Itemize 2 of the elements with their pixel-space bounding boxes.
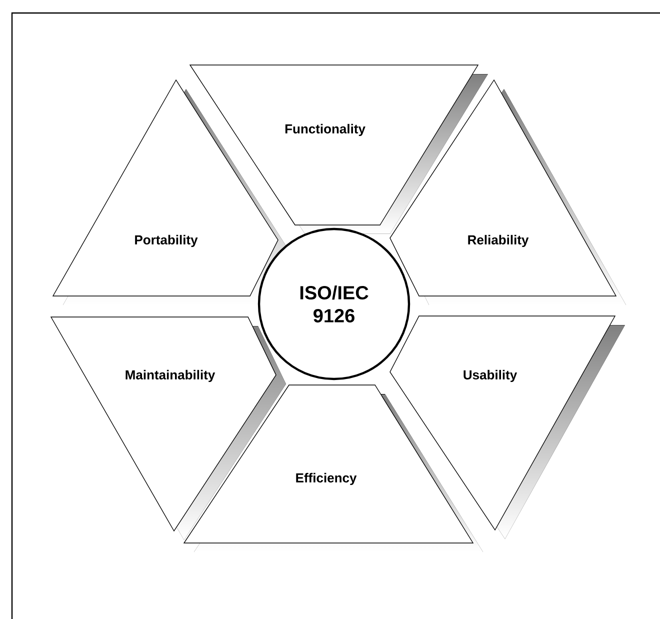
trapezoid-box: Usability	[390, 316, 625, 539]
circle-node: ISO/IEC 9126	[258, 228, 410, 380]
